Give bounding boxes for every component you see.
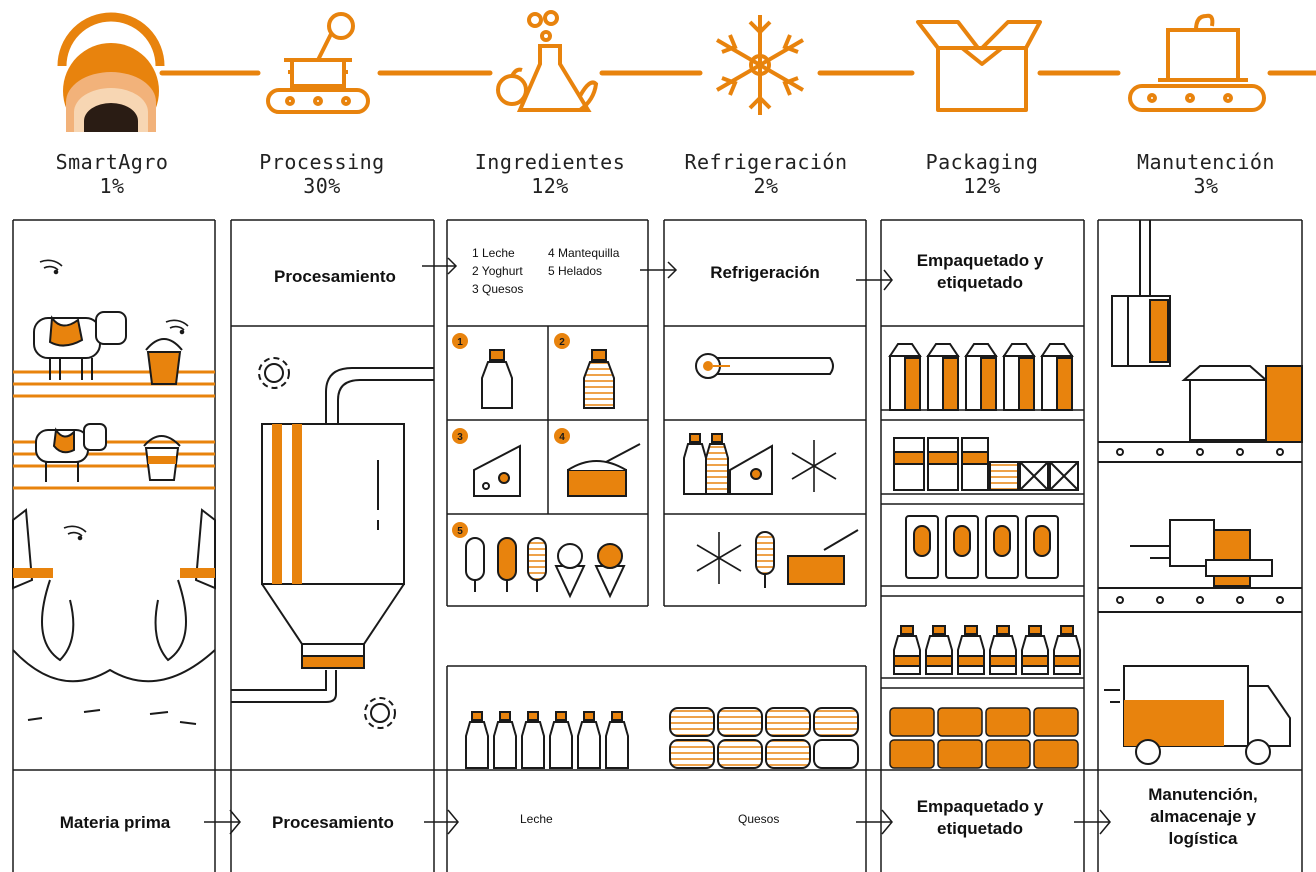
bottles-cheese-icon bbox=[683, 433, 773, 495]
badge-numbers: 1 2 3 4 5 bbox=[457, 337, 565, 537]
cheese-blocks-row bbox=[669, 707, 859, 769]
ingredient-item: 5 Helados bbox=[548, 264, 603, 278]
category-percent: 12% bbox=[963, 174, 1001, 198]
box-icon bbox=[916, 20, 1042, 112]
ingredient-item: 4 Mantequilla bbox=[548, 246, 620, 260]
category-name: Refrigeración bbox=[684, 150, 848, 174]
butter-icon bbox=[567, 443, 641, 497]
category-percent: 12% bbox=[531, 174, 569, 198]
calf-illustration bbox=[35, 423, 107, 482]
ingredient-item: 3 Quesos bbox=[472, 282, 524, 296]
crane-illustration bbox=[1111, 220, 1171, 367]
badge-2: 2 bbox=[559, 337, 565, 348]
milk-bottles-row bbox=[465, 711, 629, 769]
category-percent: 3% bbox=[1193, 174, 1219, 198]
bucket-icon bbox=[145, 338, 183, 385]
bottom-label-leche: Leche bbox=[520, 812, 553, 826]
bottom-label-quesos: Quesos bbox=[738, 812, 780, 826]
category-percent: 1% bbox=[99, 174, 125, 198]
processing-pot-conveyor-icon bbox=[266, 12, 370, 114]
thermometer-icon bbox=[695, 353, 834, 379]
box-on-conveyor bbox=[1098, 365, 1303, 463]
panel-title-empaquetado: Empaquetado y etiquetado bbox=[916, 251, 1044, 292]
cheese-pack-stack bbox=[889, 707, 1079, 769]
ingredient-badges bbox=[452, 333, 570, 538]
category-processing: Processing 30% bbox=[222, 150, 422, 198]
wifi-signal-icon bbox=[39, 259, 189, 541]
gear-icon bbox=[364, 697, 396, 729]
gear-icon bbox=[258, 357, 290, 389]
yoghurt-cups-row bbox=[893, 437, 1079, 491]
box-on-conveyor-2 bbox=[1098, 519, 1302, 613]
bottom-label-materia-prima: Materia prima bbox=[59, 813, 171, 832]
category-name: Packaging bbox=[925, 150, 1039, 174]
category-manutencion: Manutención 3% bbox=[1106, 150, 1306, 198]
bottom-label-manutencion: Manutención, almacenaje y logística bbox=[1148, 785, 1258, 848]
category-percent: 2% bbox=[753, 174, 779, 198]
popsicle-packs-row bbox=[905, 515, 1059, 579]
column-frames bbox=[12, 219, 1303, 872]
delivery-truck-icon bbox=[1104, 665, 1291, 765]
cheese-icon bbox=[473, 444, 521, 497]
category-name: SmartAgro bbox=[55, 150, 169, 174]
badge-5: 5 bbox=[457, 526, 463, 537]
badge-1: 1 bbox=[457, 337, 463, 348]
panel-title-refrigeracion: Refrigeración bbox=[710, 263, 820, 282]
category-name: Ingredientes bbox=[474, 150, 626, 174]
category-percent: 30% bbox=[303, 174, 341, 198]
ingredient-item: 2 Yoghurt bbox=[472, 264, 523, 278]
conveyor-box-icon bbox=[1128, 13, 1266, 112]
carton-row bbox=[888, 343, 1074, 411]
panel-title-procesamiento: Procesamiento bbox=[274, 267, 396, 286]
farm-illustration bbox=[12, 259, 216, 725]
category-name: Manutención bbox=[1137, 150, 1275, 174]
ingredients-list: 1 Leche 2 Yoghurt 3 Quesos 4 Mantequilla… bbox=[470, 244, 650, 304]
bucket-icon bbox=[143, 435, 181, 481]
smartagro-logo-icon bbox=[57, 12, 165, 146]
category-name: Processing bbox=[259, 150, 385, 174]
ingredients-flask-icon bbox=[496, 10, 599, 112]
category-smartagro: SmartAgro 1% bbox=[12, 150, 212, 198]
category-ingredientes: Ingredientes 12% bbox=[450, 150, 650, 198]
cow-illustration bbox=[33, 311, 127, 380]
category-refrigeracion: Refrigeración 2% bbox=[666, 150, 866, 198]
badge-4: 4 bbox=[559, 432, 565, 443]
ice-cream-icons bbox=[465, 537, 626, 599]
snowflake-icon bbox=[696, 440, 837, 584]
farm-stripes bbox=[13, 370, 215, 490]
flow-arrows bbox=[204, 257, 1111, 835]
silo-illustration bbox=[231, 367, 434, 703]
category-packaging: Packaging 12% bbox=[882, 150, 1082, 198]
popsicle-butter-icon bbox=[755, 529, 859, 588]
bottle-pack-row bbox=[893, 625, 1081, 675]
yoghurt-bottle-icon bbox=[583, 349, 615, 409]
badge-3: 3 bbox=[457, 432, 463, 443]
snowflake-icon bbox=[715, 15, 805, 115]
ingredient-item: 1 Leche bbox=[472, 246, 515, 260]
milk-bottle-icon bbox=[481, 349, 513, 409]
milk-pour-illustration bbox=[12, 508, 216, 725]
bottom-label-empaquetado: Empaquetado y etiquetado bbox=[916, 797, 1044, 838]
bottom-label-procesamiento: Procesamiento bbox=[272, 813, 394, 832]
